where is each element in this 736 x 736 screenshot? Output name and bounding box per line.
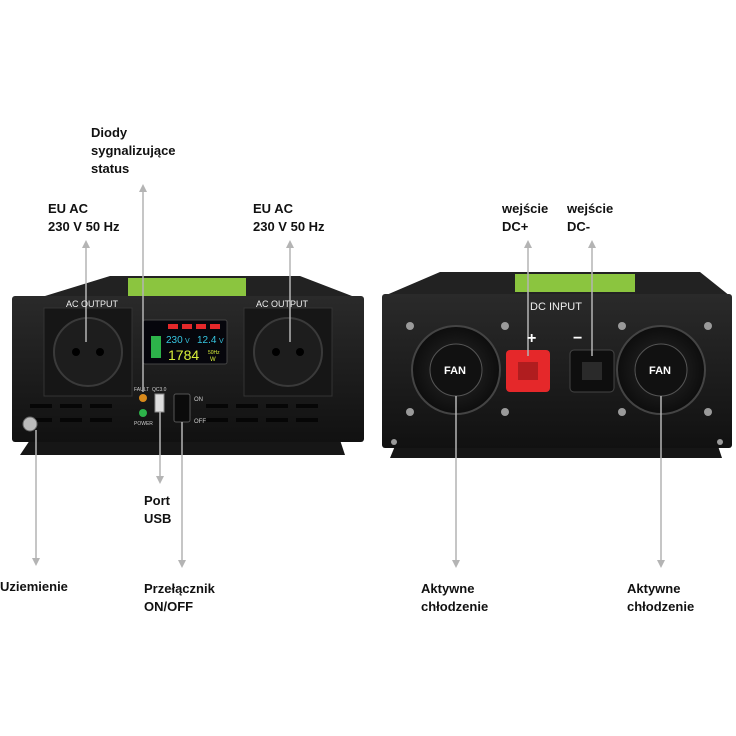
dc-plus-terminal-bolt [518,362,538,380]
label-chlodzenie-right: Aktywne chłodzenie [627,581,695,614]
callout-arrows [32,184,665,568]
back-base [390,446,722,458]
label-uziemienie: Uziemienie [0,579,68,594]
off-text: OFF [194,419,206,425]
ground-screw [22,416,38,432]
label-eu-ac-left: EU AC 230 V 50 Hz [48,201,120,234]
power-text: POWER [134,421,153,427]
fault-text: FAULT [134,387,149,393]
label-diody: Diody sygnalizujące status [91,125,176,176]
lcd-power-unit: W [210,357,216,363]
label-przelacznik: Przełącznik ON/OFF [144,581,215,614]
outlet-right [253,317,323,387]
lcd-voltage-in-unit: V [219,338,224,345]
lcd-indicator [182,324,192,329]
qc-text: QC3.0 [152,387,167,393]
power-led [139,409,147,417]
label-chlodzenie-left: Aktywne chłodzenie [421,581,489,614]
ac-output-left-text: AC OUTPUT [66,299,119,309]
battery-icon [151,336,161,358]
ac-output-right-text: AC OUTPUT [256,299,309,309]
device-text: AC OUTPUT AC OUTPUT FAULT QC3.0 POWER ON… [66,299,671,427]
lcd-indicator [210,324,220,329]
label-port-usb: Port USB [144,493,172,526]
lcd-voltage-out: 230 [166,335,183,346]
outlet-right-pin-hole [296,348,304,356]
fan-left-text: FAN [444,365,466,377]
fault-led [139,394,147,402]
lcd-power: 1784 [168,347,199,363]
lcd-voltage-in: 12.4 [197,335,217,346]
usb-port[interactable] [154,393,165,413]
outlet-right-pin-hole [272,348,280,356]
front-green-stripe [128,278,246,296]
lcd-freq: 50Hz [208,350,220,356]
label-dc-minus: wejście DC- [567,201,614,234]
outlet-left [53,317,123,387]
inverter-front [12,276,364,455]
outlet-left-pin-hole [96,348,104,356]
power-switch[interactable] [173,393,191,423]
back-screws [391,322,723,445]
plus-sign: + [527,330,536,347]
dc-minus-terminal-bolt [582,362,602,380]
fan-right-text: FAN [649,365,671,377]
label-dc-plus: wejście DC+ [502,201,549,234]
back-green-stripe [515,274,635,292]
minus-sign: − [573,330,582,347]
lcd-indicator [168,324,178,329]
inverter-back [382,272,732,458]
front-vents [30,404,318,422]
on-text: ON [194,397,203,403]
lcd-voltage-out-unit: V [185,338,190,345]
lcd-indicator [196,324,206,329]
outlet-left-pin-hole [72,348,80,356]
label-eu-ac-right: EU AC 230 V 50 Hz [253,201,325,234]
dc-input-text: DC INPUT [530,301,582,313]
